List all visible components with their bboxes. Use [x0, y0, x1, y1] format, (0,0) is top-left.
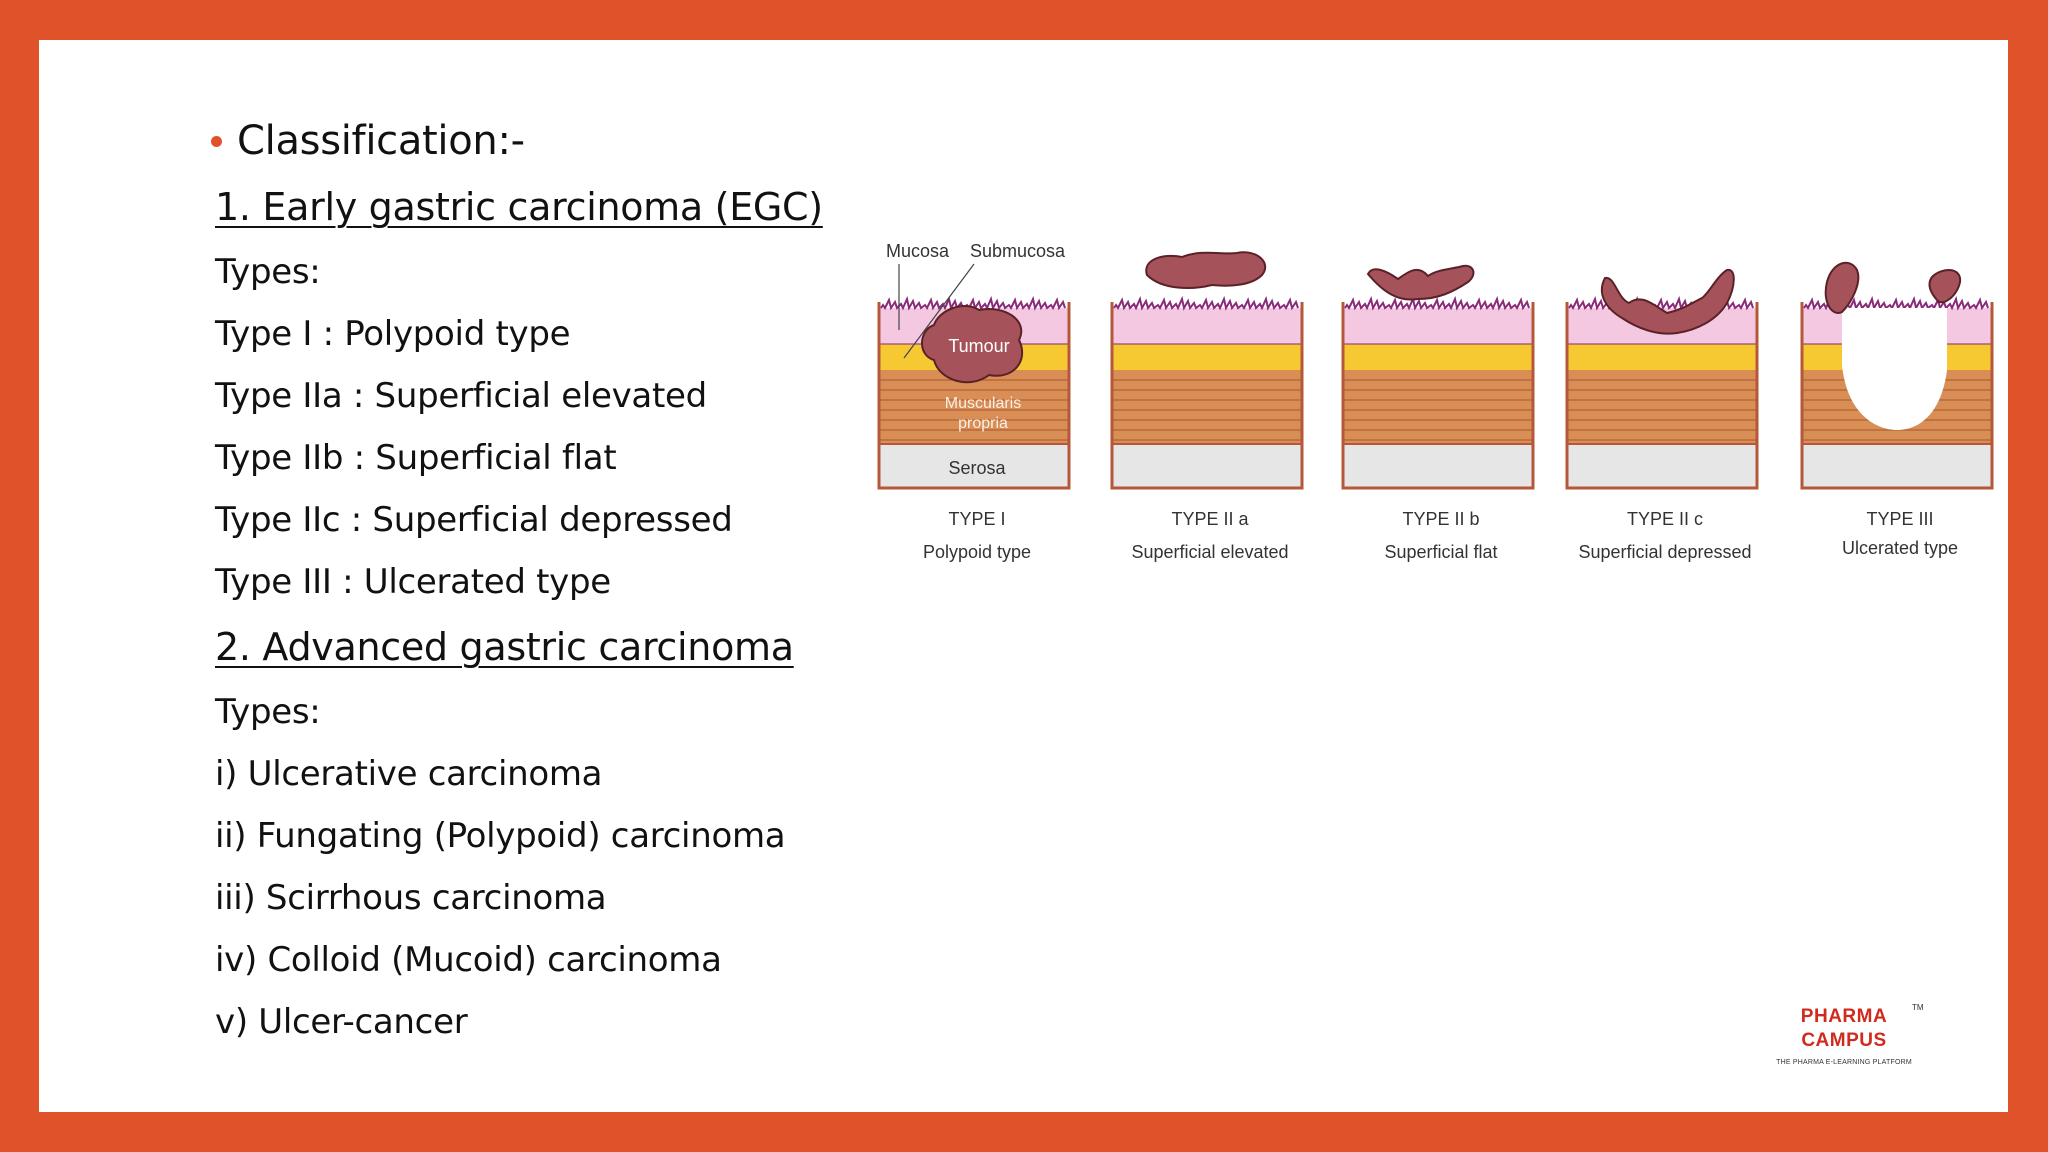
- agc-type-item: ii) Fungating (Polypoid) carcinoma: [215, 816, 786, 856]
- logo-tagline: THE PHARMA E-LEARNING PLATFORM: [1776, 1059, 1912, 1066]
- muscularis-layer: [1343, 370, 1533, 444]
- tumour-label: Tumour: [948, 336, 1009, 356]
- agc-type-item: v) Ulcer-cancer: [215, 1002, 468, 1042]
- egc-type-item: Type III : Ulcerated type: [215, 562, 611, 602]
- tumour-shape: [921, 305, 1024, 384]
- serosa-layer: [1112, 444, 1302, 488]
- panel-type-label: TYPE II a: [1171, 509, 1249, 529]
- mucosa-villi: [1113, 295, 1299, 311]
- mucosa-villi: [880, 295, 1066, 311]
- submucosa-layer: [1343, 344, 1533, 370]
- ulcer-crater: [1842, 308, 1947, 430]
- serosa-layer: [1343, 444, 1533, 488]
- tumour-shape: [1366, 264, 1475, 301]
- classification-title: Classification:-: [237, 118, 525, 164]
- diagram-panel: TYPE II b Superficial flat: [1341, 264, 1535, 562]
- panel-name-label: Ulcerated type: [1842, 538, 1958, 558]
- serosa-label: Serosa: [948, 458, 1006, 478]
- panel-border: [1341, 302, 1535, 490]
- diagram-panel: TYPE III Ulcerated type: [1800, 261, 1994, 558]
- panel-border: [1565, 302, 1759, 490]
- serosa-layer: [1802, 444, 1992, 488]
- submucosa-label: Submucosa: [970, 241, 1066, 261]
- panel-type-label: TYPE II b: [1402, 509, 1479, 529]
- panel-name-label: Polypoid type: [923, 542, 1031, 562]
- diagram-panel: TYPE II c Superficial depressed: [1565, 268, 1759, 562]
- pharma-campus-logo: TM PHARMA CAMPUS THE PHARMA E-LEARNING P…: [1764, 1003, 1924, 1080]
- agc-heading: 2. Advanced gastric carcinoma: [215, 625, 794, 669]
- agc-type-item: iv) Colloid (Mucoid) carcinoma: [215, 940, 722, 980]
- panel-type-label: TYPE III: [1866, 509, 1933, 529]
- slide: Classification:- 1. Early gastric carcin…: [39, 40, 2008, 1112]
- panel-type-label: TYPE II c: [1627, 509, 1703, 529]
- tumour-shape: [1145, 251, 1267, 289]
- panel-name-label: Superficial flat: [1384, 542, 1497, 562]
- panel-border: [877, 302, 1071, 490]
- egc-type-item: Type IIc : Superficial depressed: [215, 500, 733, 540]
- propria-label: propria: [958, 415, 1008, 432]
- egc-type-item: Type IIa : Superficial elevated: [215, 376, 707, 416]
- mucosa-label: Mucosa: [886, 241, 950, 261]
- panel-border: [1110, 302, 1304, 490]
- submucosa-layer: [1567, 344, 1757, 370]
- submucosa-leader-line: [903, 263, 975, 359]
- egc-types-label: Types:: [215, 252, 321, 292]
- muscularis-layer: [1567, 370, 1757, 444]
- egc-type-item: Type IIb : Superficial flat: [215, 438, 617, 478]
- tumour-shape: [1600, 268, 1735, 335]
- logo-line-2: CAMPUS: [1801, 1030, 1887, 1051]
- submucosa-layer: [1112, 344, 1302, 370]
- agc-type-item: i) Ulcerative carcinoma: [215, 754, 603, 794]
- muscularis-layer: [1112, 370, 1302, 444]
- muscularis-label: Muscularis: [945, 395, 1021, 412]
- serosa-layer: [1567, 444, 1757, 488]
- tumour-shape: [1824, 261, 1962, 314]
- trademark-mark: TM: [1912, 1003, 1924, 1012]
- diagram-panel: TYPE II a Superficial elevated: [1110, 251, 1304, 562]
- mucosa-layer: [1112, 308, 1302, 344]
- panel-name-label: Superficial depressed: [1578, 542, 1751, 562]
- mucosa-villi: [1344, 295, 1530, 311]
- panel-border: [1800, 302, 1994, 490]
- panel-name-label: Superficial elevated: [1131, 542, 1288, 562]
- logo-line-1: PHARMA: [1800, 1006, 1888, 1027]
- agc-type-item: iii) Scirrhous carcinoma: [215, 878, 607, 918]
- bullet-dot: [211, 136, 222, 147]
- panel-type-label: TYPE I: [948, 509, 1005, 529]
- egc-type-item: Type I : Polypoid type: [215, 314, 571, 354]
- egc-heading: 1. Early gastric carcinoma (EGC): [215, 185, 823, 229]
- mucosa-layer: [1343, 308, 1533, 344]
- agc-types-label: Types:: [215, 692, 321, 732]
- serosa-layer: [879, 444, 1069, 488]
